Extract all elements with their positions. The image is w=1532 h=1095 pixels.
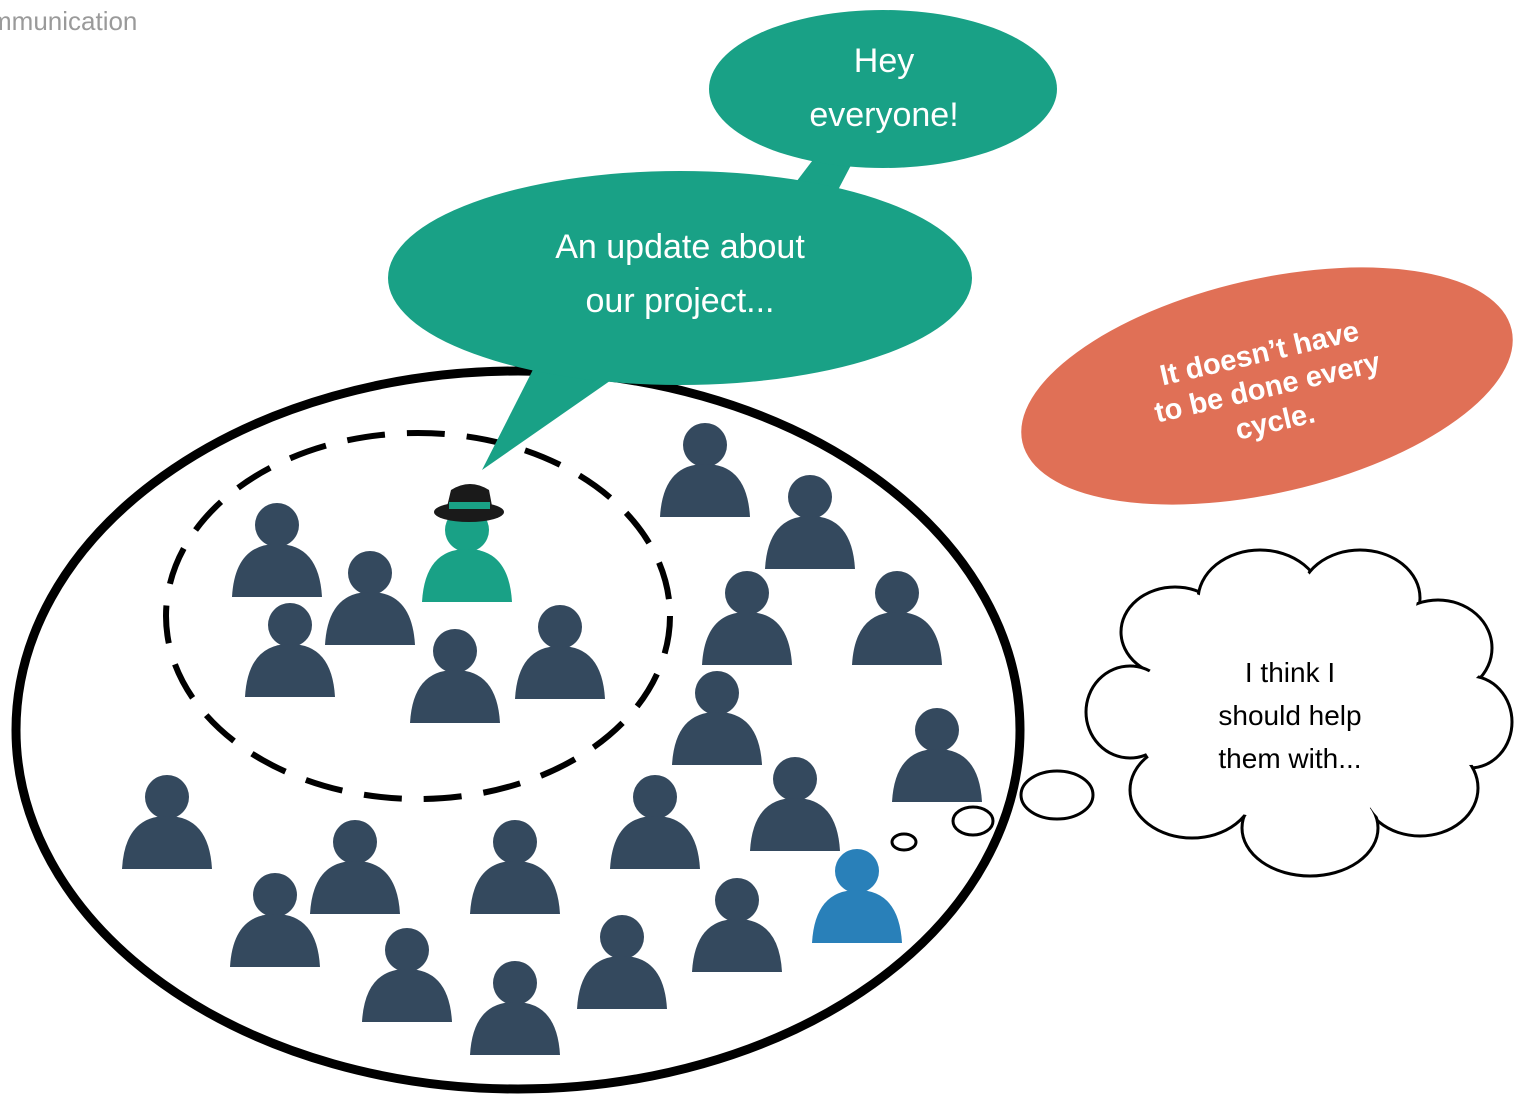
person-icon xyxy=(660,423,750,517)
helper-person-icon xyxy=(812,849,902,943)
person-icon xyxy=(702,571,792,665)
person-icon xyxy=(692,878,782,972)
person-icon xyxy=(852,571,942,665)
thought-trail-large xyxy=(1019,769,1095,821)
thought-trail-small xyxy=(890,832,918,852)
thought-trail xyxy=(890,769,1095,852)
person-icon xyxy=(122,775,212,869)
person-icon xyxy=(325,551,415,645)
person-icon xyxy=(610,775,700,869)
person-icon xyxy=(245,603,335,697)
thought-line-1: I think I xyxy=(1245,657,1335,688)
update-line-2: our project... xyxy=(586,282,775,320)
speech-bubble-greeting: Hey everyone! xyxy=(709,10,1057,190)
person-icon xyxy=(515,605,605,699)
speech-bubble-update: An update about our project... xyxy=(388,171,972,470)
update-line-1: An update about xyxy=(555,228,805,266)
slide-title: mmunication xyxy=(0,6,137,36)
person-icon xyxy=(470,820,560,914)
fedora-hat-icon xyxy=(434,484,504,522)
person-icon xyxy=(470,961,560,1055)
person-icon xyxy=(672,671,762,765)
thought-trail-medium xyxy=(951,805,995,837)
person-icon xyxy=(232,503,322,597)
person-icon xyxy=(230,873,320,967)
person-icon xyxy=(310,820,400,914)
thought-cloud: I think I should help them with... xyxy=(1084,548,1514,878)
note-callout: It doesn’t have to be done every cycle. xyxy=(1021,267,1513,505)
organization-circle xyxy=(11,366,1025,1094)
person-icon xyxy=(892,708,982,802)
person-icon xyxy=(362,928,452,1022)
person-icon xyxy=(410,629,500,723)
person-icon xyxy=(577,915,667,1009)
team-circle xyxy=(163,430,673,802)
speaker-person-icon xyxy=(422,508,512,602)
person-icon xyxy=(765,475,855,569)
greeting-line-2: everyone! xyxy=(809,96,958,134)
greeting-line-1: Hey xyxy=(854,42,914,80)
people-group xyxy=(122,423,982,1055)
thought-line-3: them with... xyxy=(1218,743,1361,774)
person-icon xyxy=(750,757,840,851)
thought-line-2: should help xyxy=(1218,700,1361,731)
